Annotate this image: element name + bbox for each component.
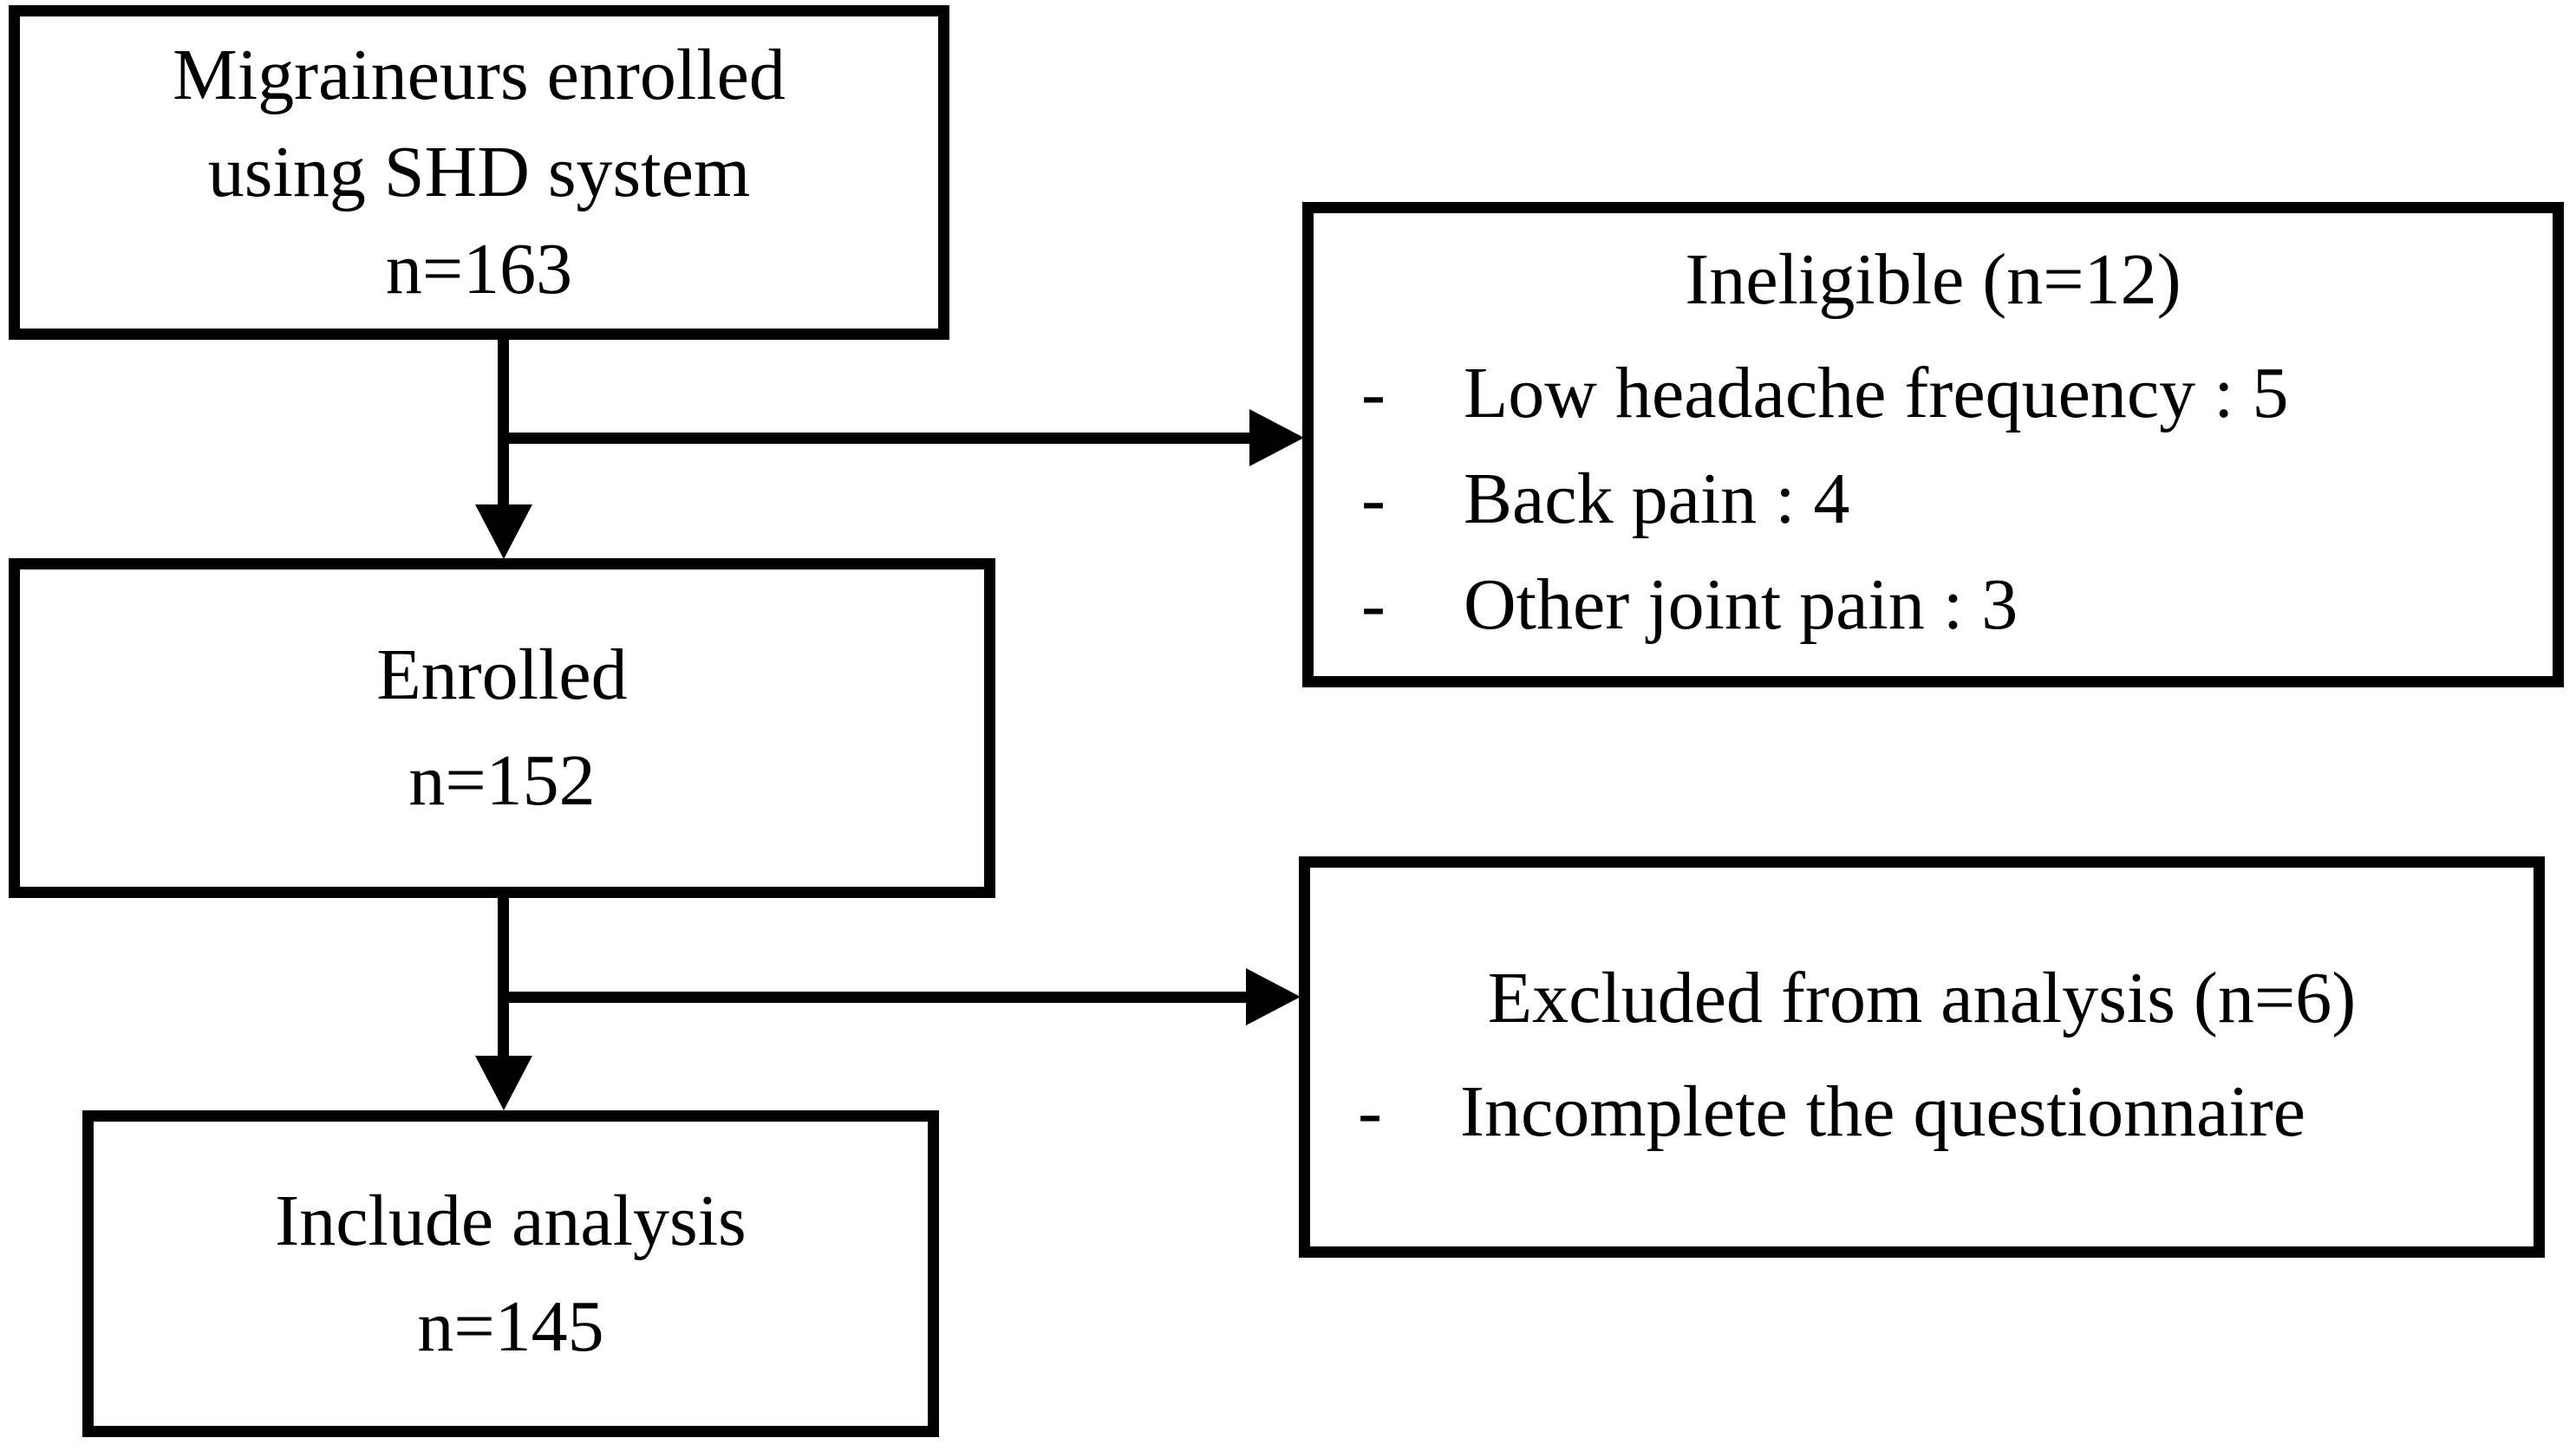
- node-text-line: Enrolled: [376, 634, 628, 715]
- flow-box-ineligible: Ineligible (n=12) - Low headache frequen…: [1302, 202, 2564, 687]
- bullet-item: - Back pain : 4: [1314, 446, 2553, 552]
- right-arrowhead-icon: [1246, 968, 1301, 1025]
- bullet-label: Other joint pain : 3: [1464, 564, 2018, 645]
- connector-enrolled-to-included: [498, 898, 509, 1057]
- connector-branch-to-ineligible: [503, 433, 1250, 444]
- flow-box-enrolled: Enrolled n=152: [9, 558, 995, 898]
- flow-box-migraineurs-enrolled: Migraineurs enrolled using SHD system n=…: [9, 5, 949, 340]
- bullet-item: - Incomplete the questionnaire: [1310, 1059, 2534, 1165]
- bullet-dash: -: [1361, 459, 1386, 539]
- bullet-label: Low headache frequency : 5: [1464, 353, 2289, 433]
- bullet-item: - Low headache frequency : 5: [1314, 341, 2553, 446]
- node-count-line: n=145: [417, 1285, 604, 1367]
- right-arrowhead-icon: [1249, 409, 1304, 466]
- bullet-item: - Other joint pain : 3: [1314, 552, 2553, 658]
- bullet-label: Incomplete the questionnaire: [1460, 1070, 2305, 1152]
- node-text-line: Migraineurs enrolled: [173, 35, 786, 115]
- node-title: Excluded from analysis (n=6): [1487, 957, 2357, 1038]
- node-count-line: n=163: [385, 229, 573, 309]
- bullet-dash: -: [1358, 1070, 1382, 1152]
- node-count-line: n=152: [408, 740, 596, 821]
- down-arrowhead-icon: [475, 504, 532, 559]
- bullet-dash: -: [1361, 564, 1386, 645]
- bullet-label: Back pain : 4: [1464, 459, 1850, 539]
- down-arrowhead-icon: [475, 1056, 532, 1110]
- bullet-dash: -: [1361, 353, 1386, 433]
- node-title: Ineligible (n=12): [1685, 239, 2181, 320]
- connector-source-to-enrolled: [498, 340, 509, 506]
- flow-box-include-analysis: Include analysis n=145: [82, 1110, 939, 1437]
- flow-box-excluded-from-analysis: Excluded from analysis (n=6) - Incomplet…: [1299, 856, 2545, 1258]
- node-text-line: Include analysis: [275, 1180, 747, 1261]
- node-text-line: using SHD system: [207, 132, 751, 212]
- connector-branch-to-excluded: [503, 992, 1247, 1003]
